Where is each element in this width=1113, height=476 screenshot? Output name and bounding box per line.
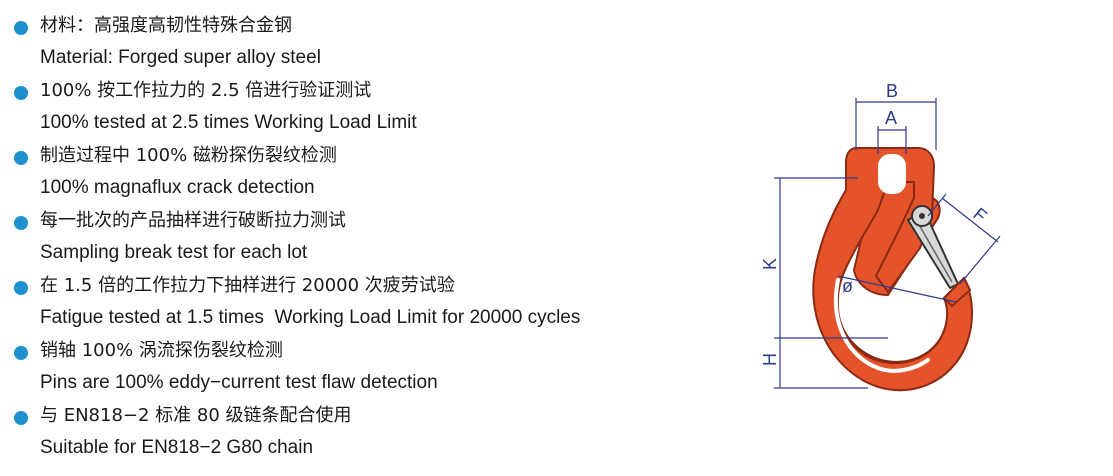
dim-label-b: B	[886, 81, 898, 101]
spec-text-zh: 每一批次的产品抽样进行破断拉力测试	[40, 210, 346, 231]
bullet-dot	[14, 411, 28, 425]
hook-groove	[848, 294, 890, 356]
spec-item: 与 EN818−2 标准 80 级链条配合使用 Suitable for EN8…	[14, 400, 714, 465]
spec-text-zh: 在 1.5 倍的工作拉力下抽样进行 20000 次疲劳试验	[40, 275, 455, 296]
hook-diagram: B A K H F ø	[760, 81, 1001, 392]
bullet-dot	[14, 86, 28, 100]
spec-item: 每一批次的产品抽样进行破断拉力测试 Sampling break test fo…	[14, 205, 714, 270]
spec-text-en: Sampling break test for each lot	[40, 242, 308, 263]
spec-text-en: 100% magnaflux crack detection	[40, 177, 315, 198]
bullet-dot	[14, 21, 28, 35]
dim-ext	[927, 193, 947, 217]
bullet-dot	[14, 346, 28, 360]
spec-text-zh: 材料：高强度高韧性特殊合金钢	[40, 15, 292, 36]
dim-label-k: K	[760, 258, 780, 270]
bullet-dot	[14, 281, 28, 295]
dim-ext	[959, 235, 1001, 285]
dim-line-d	[837, 275, 957, 303]
bullet-dot	[14, 216, 28, 230]
spec-text-en: Fatigue tested at 1.5 times Working Load…	[40, 307, 581, 328]
hook-eye-slot	[878, 154, 906, 194]
spec-text-en: Pins are 100% eddy−current test flaw det…	[40, 372, 438, 393]
spec-item: 制造过程中 100% 磁粉探伤裂纹检测 100% magnaflux crack…	[14, 140, 714, 205]
spec-item: 销轴 100% 涡流探伤裂纹检测 Pins are 100% eddy−curr…	[14, 335, 714, 400]
spec-text-en: Material: Forged super alloy steel	[40, 47, 321, 68]
spec-text-en: 100% tested at 2.5 times Working Load Li…	[40, 112, 417, 133]
spec-text-zh: 销轴 100% 涡流探伤裂纹检测	[40, 340, 283, 361]
hook-tip	[942, 276, 972, 308]
dim-label-d: ø	[842, 276, 853, 296]
spec-item: 100% 按工作拉力的 2.5 倍进行验证测试 100% tested at 2…	[14, 75, 714, 140]
spec-text-zh: 与 EN818−2 标准 80 级链条配合使用	[40, 405, 352, 426]
hook-latch-edge	[913, 215, 953, 283]
hook-groove	[833, 278, 930, 373]
spec-text-zh: 制造过程中 100% 磁粉探伤裂纹检测	[40, 145, 337, 166]
dim-label-a: A	[885, 108, 897, 128]
spec-text-zh: 100% 按工作拉力的 2.5 倍进行验证测试	[40, 80, 372, 101]
spec-text-en: Suitable for EN818−2 G80 chain	[40, 437, 314, 458]
spec-list: 材料：高强度高韧性特殊合金钢 Material: Forged super al…	[14, 10, 714, 465]
spec-item: 在 1.5 倍的工作拉力下抽样进行 20000 次疲劳试验 Fatigue te…	[14, 270, 714, 335]
hook-pin-center	[919, 213, 925, 219]
dim-label-h: H	[760, 353, 780, 366]
bullet-dot	[14, 151, 28, 165]
dim-line-f	[941, 197, 999, 243]
spec-item: 材料：高强度高韧性特殊合金钢 Material: Forged super al…	[14, 10, 714, 75]
